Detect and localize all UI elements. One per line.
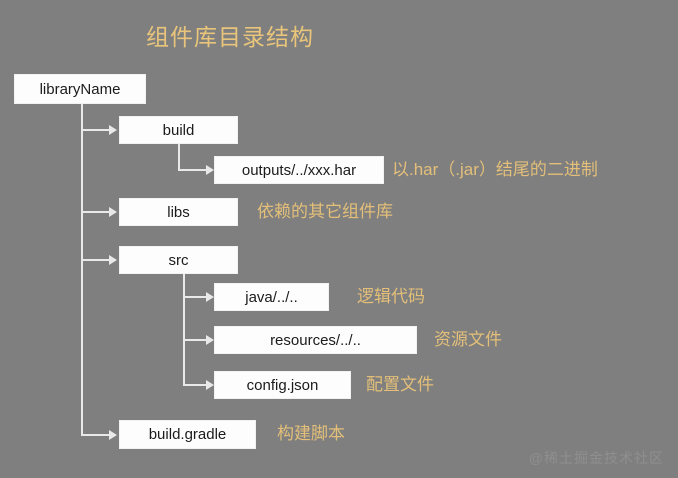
node-build-gradle[interactable]: build.gradle	[119, 420, 256, 449]
node-config[interactable]: config.json	[214, 371, 351, 399]
connector-root-to-src	[81, 259, 111, 261]
annotation-outputs: 以.har（.jar）结尾的二进制	[392, 160, 598, 179]
arrow-src-to-config	[206, 380, 214, 390]
node-build[interactable]: build	[119, 116, 238, 144]
connector-root-to-libs	[81, 211, 111, 213]
watermark: @稀土掘金技术社区	[528, 450, 664, 466]
annotation-libs: 依赖的其它组件库	[257, 202, 393, 221]
node-src[interactable]: src	[119, 246, 238, 274]
node-libraryname[interactable]: libraryName	[14, 74, 146, 104]
arrow-root-to-buildgradle	[109, 430, 117, 440]
annotation-config: 配置文件	[366, 375, 434, 394]
arrow-build-to-outputs	[206, 165, 214, 175]
annotation-build-gradle: 构建脚本	[277, 424, 345, 443]
node-outputs[interactable]: outputs/../xxx.har	[214, 156, 384, 184]
annotation-java: 逻辑代码	[357, 287, 425, 306]
connector-trunk-src	[183, 273, 185, 386]
connector-build-to-outputs	[178, 169, 208, 171]
arrow-src-to-java	[206, 292, 214, 302]
node-resources[interactable]: resources/../..	[214, 326, 417, 354]
arrow-root-to-src	[109, 255, 117, 265]
arrow-root-to-libs	[109, 207, 117, 217]
connector-trunk-root	[81, 103, 83, 436]
connector-src-to-resources	[183, 339, 208, 341]
page-title: 组件库目录结构	[146, 24, 314, 50]
connector-trunk-build	[178, 143, 180, 171]
annotation-resources: 资源文件	[434, 330, 502, 349]
node-java[interactable]: java/../..	[214, 283, 329, 311]
arrow-root-to-build	[109, 125, 117, 135]
connector-root-to-buildgradle	[81, 434, 111, 436]
connector-root-to-build	[81, 129, 111, 131]
connector-src-to-java	[183, 296, 208, 298]
arrow-src-to-resources	[206, 335, 214, 345]
connector-src-to-config	[183, 384, 208, 386]
node-libs[interactable]: libs	[119, 198, 238, 226]
